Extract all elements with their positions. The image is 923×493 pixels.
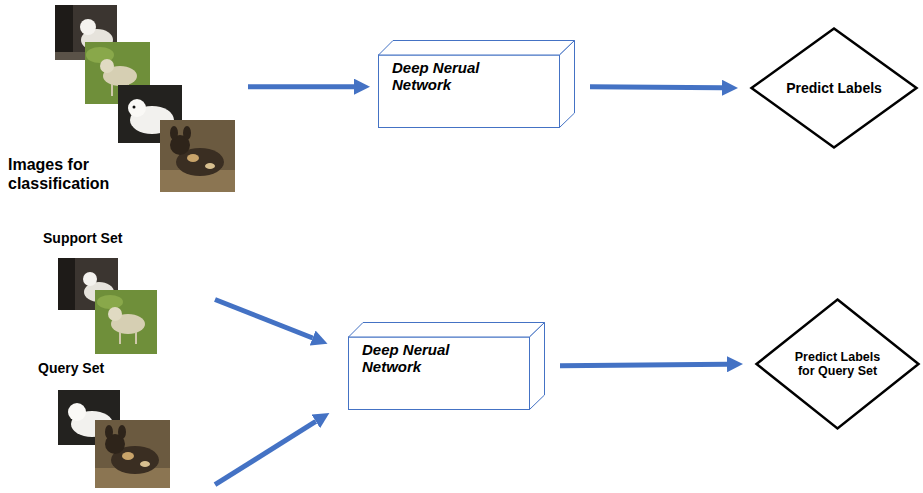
photo-wild-dog <box>95 420 170 488</box>
flow-arrow <box>590 87 722 88</box>
decision-label: Predict Labels for Query Set <box>788 350 888 379</box>
photo-grass-fox <box>95 290 157 354</box>
photo-white-fox <box>58 390 120 445</box>
decision-diamond: Predict Labels for Query Set <box>755 298 920 430</box>
network-box: Deep Nerual Network <box>348 322 545 410</box>
image-group: Images for classification <box>5 5 240 195</box>
network-label: Deep Nerual Network <box>392 59 517 94</box>
group-label: Support Set <box>43 230 122 246</box>
image-group: Support Set <box>40 228 215 358</box>
flow-arrow <box>560 364 727 366</box>
network-label: Deep Nerual Network <box>362 341 487 376</box>
flow-arrow <box>215 421 316 484</box>
photo-white-fox <box>118 85 182 143</box>
image-group: Query Set <box>35 358 215 490</box>
decision-label: Predict Labels <box>786 80 882 96</box>
flow-arrow <box>215 300 313 338</box>
network-box: Deep Nerual Network <box>378 40 575 128</box>
group-label: Images for classification <box>8 156 158 193</box>
group-label: Query Set <box>38 360 104 376</box>
flow-arrow <box>248 84 354 89</box>
decision-diamond: Predict Labels <box>750 27 918 149</box>
photo-wild-dog <box>160 120 235 192</box>
